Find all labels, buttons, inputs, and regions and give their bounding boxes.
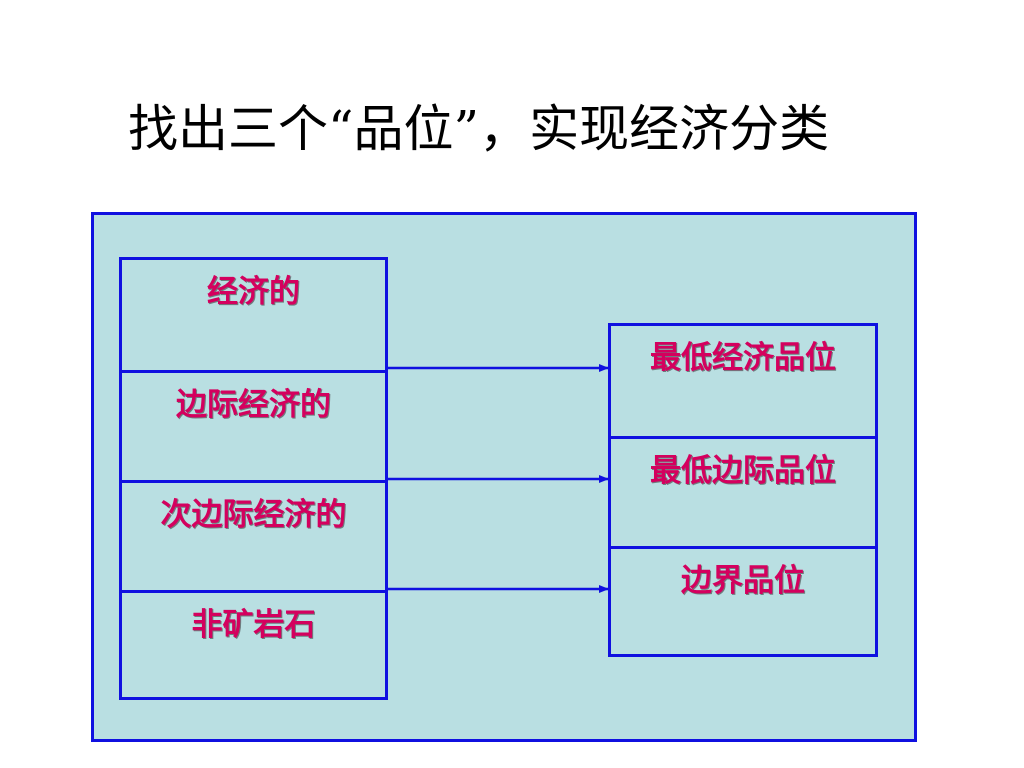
grade-minimum-economic: 最低经济品位 [650,340,836,376]
diagram-panel [91,212,917,742]
class-economic: 经济的 [207,274,300,310]
economic-classes-column: 经济的 边际经济的 次边际经济的 非矿岩石 [119,257,388,700]
grade-minimum-marginal: 最低边际品位 [611,436,875,546]
class-non-ore-rock: 非矿岩石 [122,590,385,697]
class-marginal-economic: 边际经济的 [122,370,385,480]
class-submarginal-economic: 次边际经济的 [122,480,385,590]
grade-cutoff: 边界品位 [611,546,875,654]
grade-thresholds-column: 最低经济品位 最低边际品位 边界品位 [608,323,878,657]
slide-title: 找出三个“品位”，实现经济分类 [128,100,830,158]
